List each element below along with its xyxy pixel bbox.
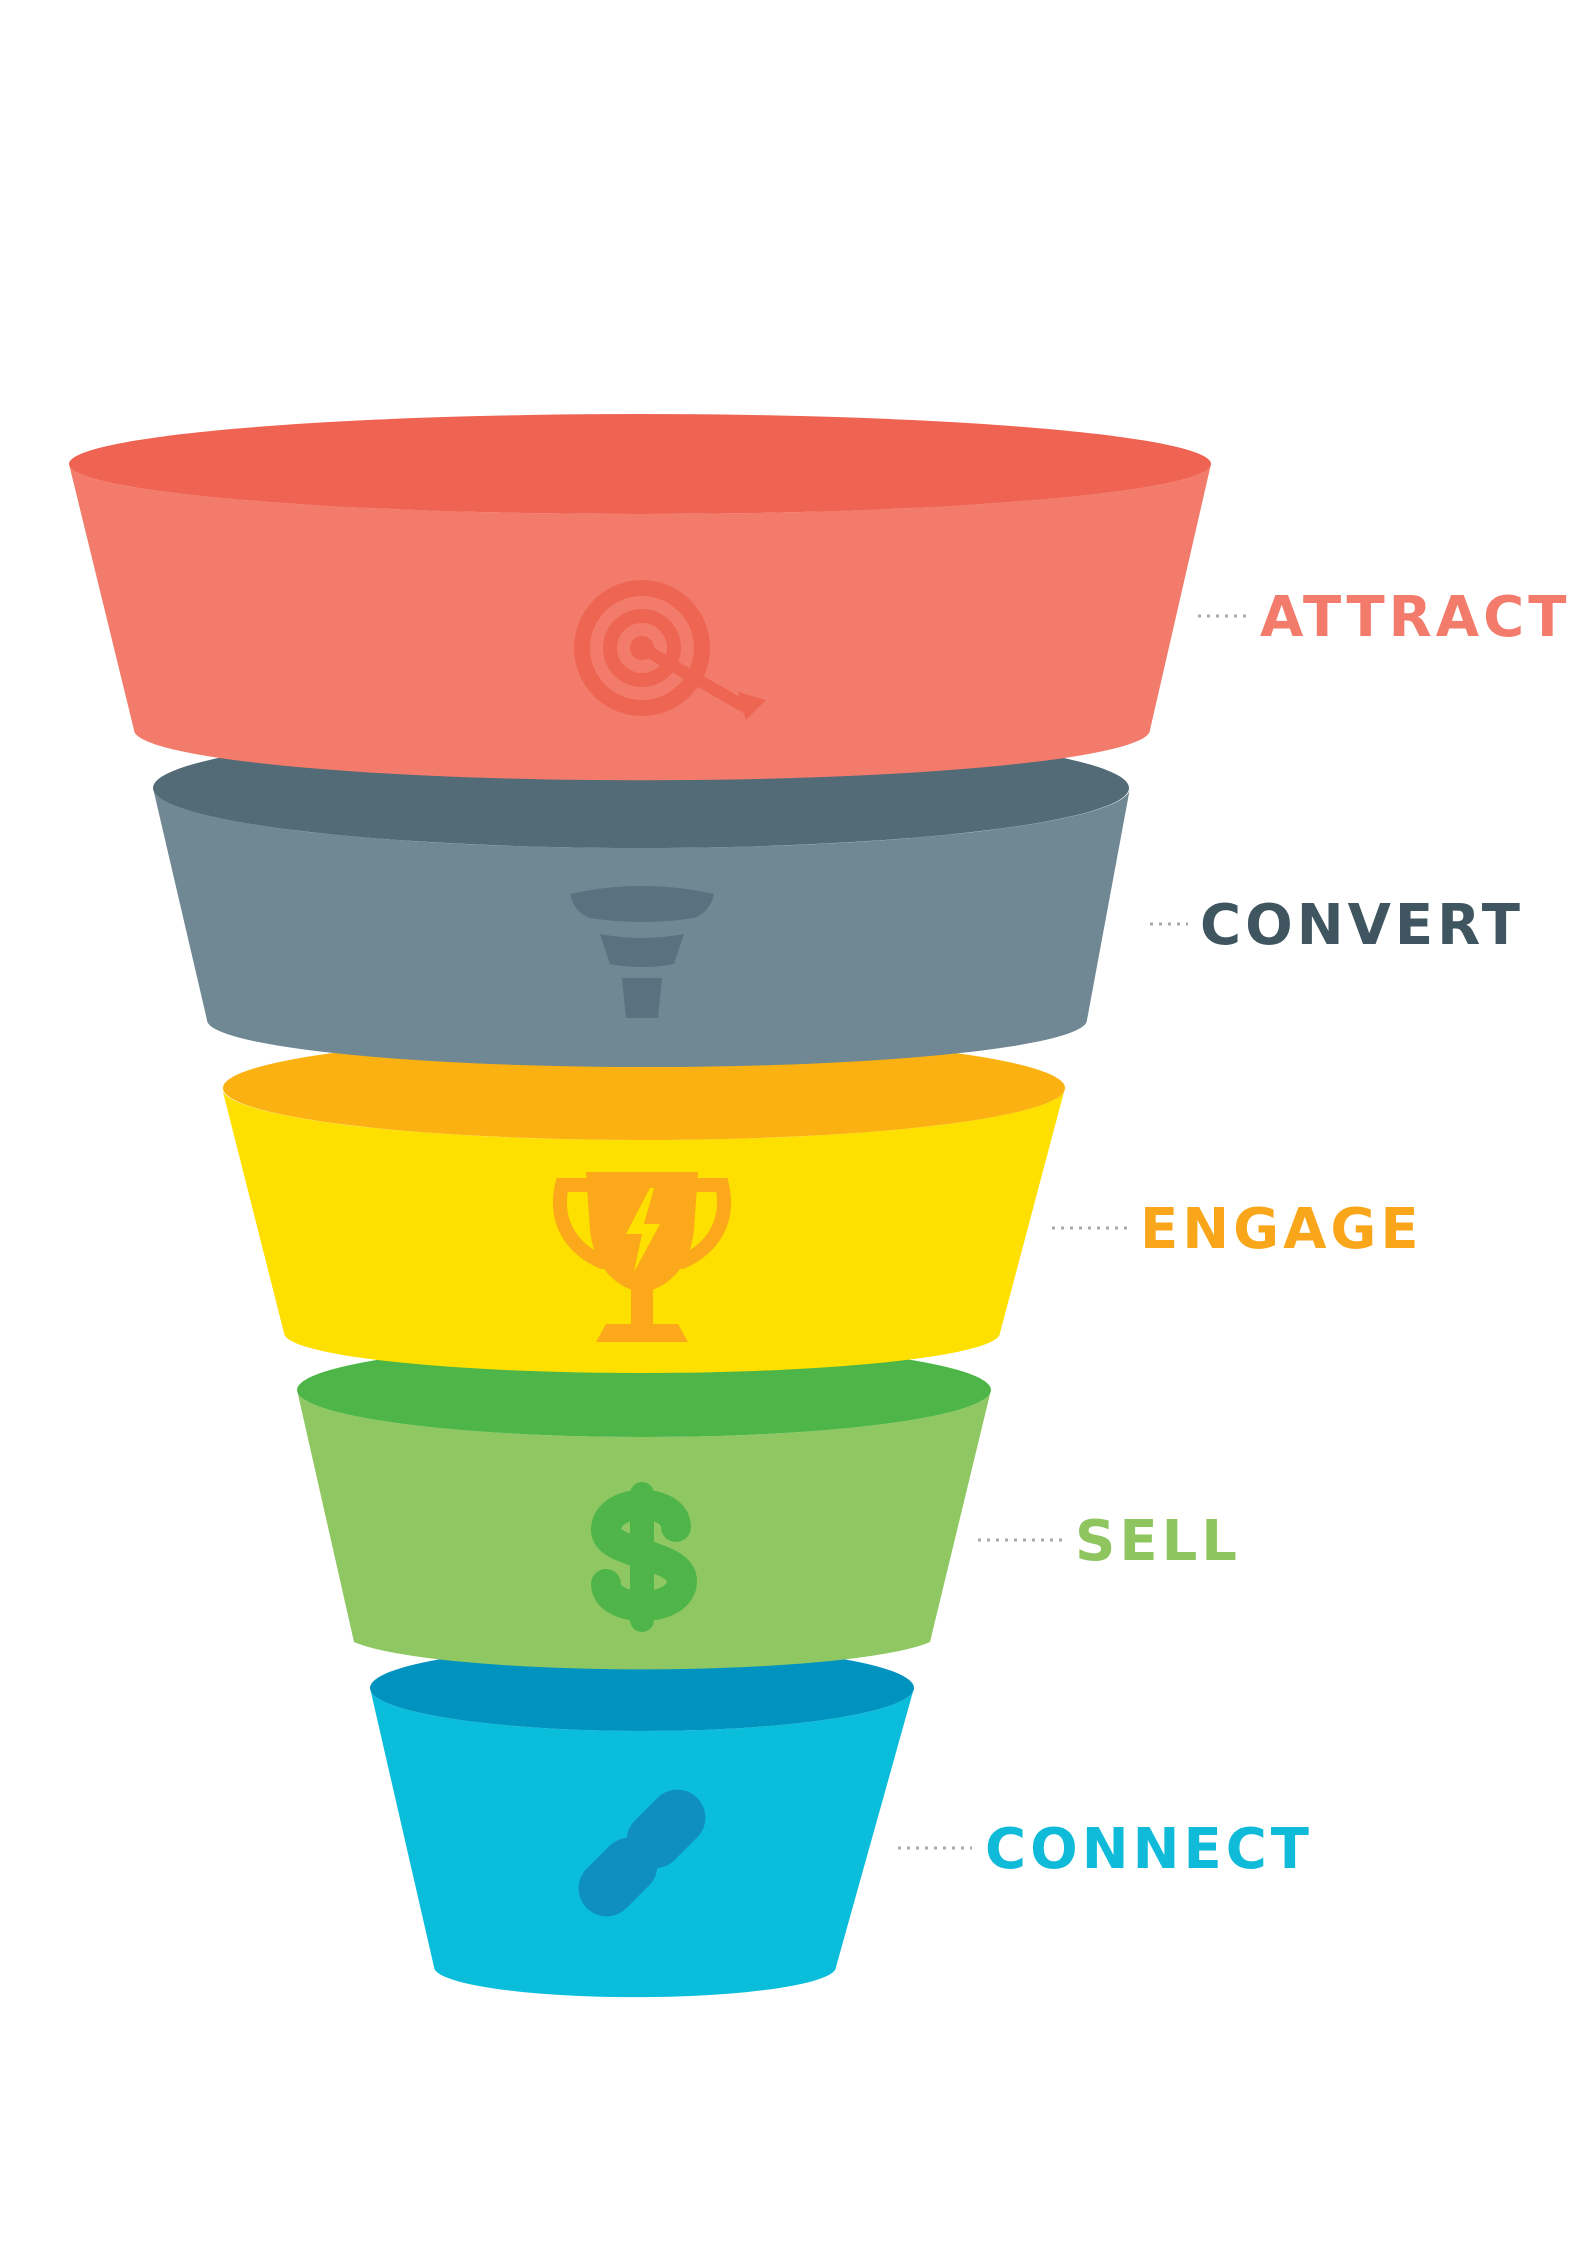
link-icon — [578, 1789, 706, 1917]
target-icon — [574, 580, 766, 720]
funnel-stage-connect: CONNECT — [370, 1645, 1313, 1998]
funnel-stage-attract-rim — [69, 414, 1211, 514]
funnel-stage-sell-label: SELL — [1075, 1509, 1241, 1574]
funnel-stage-sell: SELL — [297, 1343, 1241, 1670]
funnel-stage-connect-rim — [370, 1645, 914, 1731]
trophy-icon — [552, 1172, 732, 1342]
funnel-stage-convert-label: CONVERT — [1200, 893, 1524, 958]
funnel-stage-convert-body — [153, 788, 1130, 1068]
funnel-stage-connect-label: CONNECT — [985, 1817, 1313, 1882]
dollar-icon — [590, 1482, 698, 1632]
funnel-stage-convert: CONVERT — [153, 728, 1524, 1068]
funnel-stage-attract-label: ATTRACT — [1260, 585, 1570, 650]
funnel-stage-attract: ATTRACT — [69, 414, 1570, 781]
funnel-stage-engage-label: ENGAGE — [1140, 1197, 1423, 1262]
funnel-icon — [570, 886, 714, 1018]
funnel-stage-engage-rim — [223, 1036, 1065, 1140]
funnel-stage-engage: ENGAGE — [222, 1036, 1423, 1373]
